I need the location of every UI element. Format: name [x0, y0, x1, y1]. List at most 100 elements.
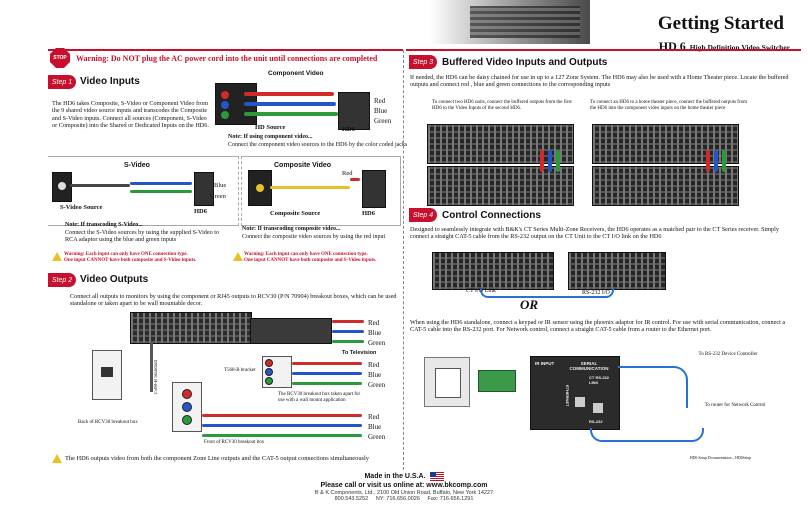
svideo-green-label: Green	[210, 193, 226, 200]
doc-code: HD6 Setup Documentation – HD6Setup	[690, 456, 752, 460]
rcv30-back-box	[92, 350, 122, 400]
color-blue-label: Blue	[368, 371, 382, 379]
step3-heading: Buffered Video Inputs and Outputs	[442, 57, 608, 68]
svideo-cable-blue	[130, 182, 192, 185]
step2-body: Connect all outputs to monitors by using…	[70, 293, 397, 308]
composite-jack	[255, 183, 265, 193]
svideo-cable	[70, 184, 130, 187]
color-red-label: Red	[368, 413, 380, 421]
rca-red-jack	[220, 90, 230, 100]
step1-body: The HD6 takes Composite, S-Video or Comp…	[52, 100, 209, 130]
hd6-device	[568, 252, 666, 290]
hd6-control-panel: IR INPUT SERIAL COMMUNICATION CT RS-232 …	[530, 356, 620, 430]
output-cable-green	[332, 340, 364, 343]
ht-cable-blue	[714, 150, 718, 172]
column-divider	[403, 50, 404, 470]
step2-heading: Video Outputs	[80, 274, 149, 285]
step1-heading: Video Inputs	[80, 76, 140, 87]
output-cable-red	[332, 320, 364, 323]
daisy-cable-red	[540, 150, 544, 172]
warning-icon	[52, 454, 62, 463]
composite-note-title: Note: If transcoding composite video...	[242, 226, 341, 232]
rcv30-mid-box	[262, 356, 292, 388]
ct-link-label: CT RS-232 LINK	[589, 375, 610, 385]
step3-right-caption: To connect an HD6 to a home theater piec…	[590, 100, 747, 111]
composite-warning-1: Warning: Each input can only have ONE co…	[244, 252, 368, 257]
composite-title: Composite Video	[274, 162, 332, 169]
composite-warning-2: One input CANNOT have both composite and…	[244, 258, 377, 263]
t568b-bracket-label: T568-B bracket	[224, 368, 256, 373]
svideo-source-device	[52, 172, 72, 202]
header-divider	[48, 49, 403, 51]
step1-tag: Step 1	[48, 75, 76, 89]
rs232-cable	[618, 366, 688, 408]
component-colors: Red Blue Green	[374, 96, 391, 126]
hd6-label: HD6	[342, 126, 355, 133]
rca-red-jack	[265, 359, 273, 367]
product-description: High Definition Video Switcher	[689, 43, 790, 52]
network-cable	[590, 428, 704, 442]
front-cable-red	[202, 414, 362, 417]
svideo-source-label: S-Video Source	[60, 204, 103, 211]
daisy-cable-green	[556, 150, 560, 172]
component-video-title: Component Video	[268, 70, 324, 77]
rca-blue-jack	[220, 100, 230, 110]
to-rs232-label: To RS-232 Device Controller	[698, 352, 758, 357]
or-label: OR	[520, 297, 539, 312]
composite-source-device	[248, 170, 272, 206]
hd-source-label: HD Source	[255, 124, 286, 131]
made-in-usa: Made in the U.S.A.	[364, 473, 426, 480]
output-colors-mid: Red Blue Green	[368, 360, 385, 390]
hd6-output-panel	[130, 312, 252, 344]
header-image	[430, 0, 590, 44]
to-television-label: To Television	[342, 350, 377, 356]
footer-call: Please call or visit us online at: www.b…	[320, 482, 488, 489]
home-theater-piece	[592, 166, 739, 206]
hd6-output-connectors	[250, 318, 332, 344]
step4-body: Designed to seamlessly integrate with B&…	[410, 226, 779, 241]
color-red-label: Red	[368, 319, 380, 327]
cable-red	[244, 92, 334, 96]
output-colors-bottom: Red Blue Green	[368, 412, 385, 442]
color-green-label: Green	[368, 433, 386, 441]
daisy-cable-blue	[548, 150, 552, 172]
ct-link-cable	[480, 288, 614, 298]
stop-sign-icon: STOP	[50, 48, 70, 68]
rs232-port[interactable]	[593, 403, 603, 413]
component-note: Connect the component video sources to t…	[228, 142, 408, 148]
step3-body: If needed, the HD6 can be daisy chained …	[410, 74, 789, 89]
svideo-warning-2: One input CANNOT have both composite and…	[64, 258, 197, 263]
color-red-label: Red	[374, 97, 386, 105]
svideo-warning-1: Warning: Each input can only have ONE co…	[64, 252, 188, 257]
output-cable-blue	[332, 330, 364, 333]
color-green-label: Green	[368, 339, 386, 347]
svideo-box	[48, 156, 239, 226]
ethernet-label: ETHERNET	[565, 385, 570, 407]
rs232-io-label: RS-232 I/O	[582, 290, 610, 296]
mid-cable-green	[292, 382, 362, 385]
ht-cable-green	[722, 150, 726, 172]
keypad-plate	[424, 357, 470, 407]
ct-io-link-label: CT I/O Link	[466, 288, 496, 294]
standalone-body: When using the HD6 standalone, connect a…	[410, 319, 786, 334]
composite-box	[241, 156, 401, 226]
svideo-hd6-jacks	[194, 172, 214, 206]
svideo-cable-green	[130, 190, 192, 193]
svideo-note: Connect the S-Video sources by using the…	[65, 229, 220, 244]
ht-cable-red	[706, 150, 710, 172]
front-rcv30-label: Front of RCV30 breakout box	[204, 440, 265, 445]
warning-icon	[52, 252, 62, 261]
footer-address: B & K Components, Ltd., 2100 Old Union R…	[314, 490, 494, 496]
cat5-cable	[150, 342, 153, 392]
color-blue-label: Blue	[374, 107, 388, 115]
rca-green-jack	[182, 415, 192, 425]
phoenix-adaptor	[478, 370, 516, 392]
ethernet-port[interactable]	[575, 397, 585, 407]
composite-cable	[270, 186, 350, 189]
mid-cable-red	[292, 362, 362, 365]
to-router-label: To router for Network Control	[704, 403, 766, 408]
rcv30-front-box	[172, 382, 202, 432]
hd6-component-jacks	[338, 92, 370, 130]
footer-phones: 800.543.5252 NY: 716.656.0026 Fax: 716.6…	[334, 496, 474, 502]
composite-hd6-label: HD6	[362, 210, 375, 217]
